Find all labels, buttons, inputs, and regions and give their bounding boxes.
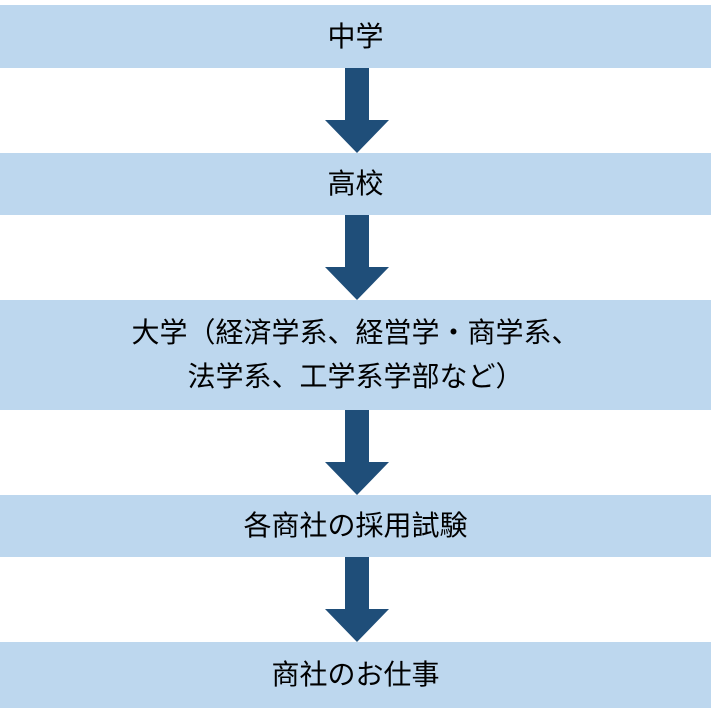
down-arrow-icon — [325, 410, 389, 495]
step-box-university: 大学（経済学系、経営学・商学系、 法学系、工学系学部など） — [0, 300, 711, 410]
step-label-line-1: 大学（経済学系、経営学・商学系、 — [131, 316, 580, 349]
step-label: 中学 — [327, 19, 384, 53]
down-arrow-icon — [325, 557, 389, 642]
step-box-junior-high: 中学 — [0, 5, 711, 68]
down-arrow-icon — [325, 215, 389, 300]
step-label: 各商社の採用試験 — [243, 509, 468, 542]
step-box-trading-company-work: 商社のお仕事 — [0, 642, 711, 708]
step-label-line-2: 法学系、工学系学部など） — [187, 360, 524, 393]
step-label: 商社のお仕事 — [271, 658, 440, 691]
step-box-recruitment-exam: 各商社の採用試験 — [0, 495, 711, 557]
step-box-high-school: 高校 — [0, 153, 711, 215]
down-arrow-icon — [325, 68, 389, 153]
step-label: 高校 — [327, 167, 384, 200]
